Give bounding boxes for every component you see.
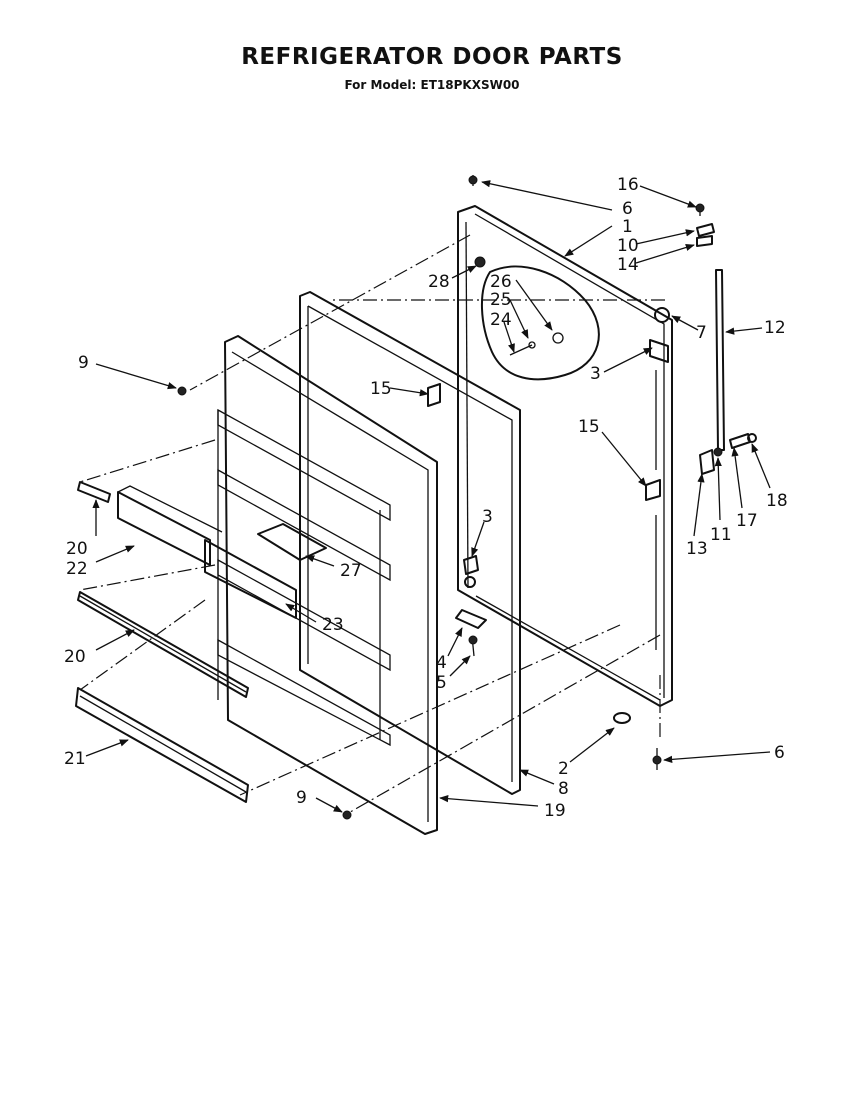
callout-19: 19 bbox=[544, 801, 566, 821]
callout-16: 16 bbox=[617, 175, 639, 195]
shelf-bar-21 bbox=[75, 687, 249, 803]
callout-27: 27 bbox=[340, 561, 362, 581]
callout-6-top: 6 bbox=[622, 199, 633, 219]
callout-9-top: 9 bbox=[78, 353, 89, 373]
callout-14: 14 bbox=[617, 255, 639, 275]
shelf-bar-20-top bbox=[77, 481, 111, 503]
callout-25: 25 bbox=[490, 290, 512, 310]
door-shelf-22 bbox=[117, 485, 223, 566]
callout-18: 18 bbox=[766, 491, 788, 511]
door-gasket bbox=[299, 291, 521, 795]
callout-15-right: 15 bbox=[578, 417, 600, 437]
callout-6-bottom: 6 bbox=[774, 743, 785, 763]
callout-12: 12 bbox=[764, 318, 786, 338]
callout-3-right: 3 bbox=[590, 364, 601, 384]
callout-2: 2 bbox=[558, 759, 569, 779]
door-liner bbox=[217, 335, 438, 835]
assembly-lines bbox=[79, 234, 665, 816]
callout-21: 21 bbox=[64, 749, 86, 769]
callout-17: 17 bbox=[736, 511, 758, 531]
callout-24: 24 bbox=[490, 310, 512, 330]
callout-15-left: 15 bbox=[370, 379, 392, 399]
door-shelf-23 bbox=[204, 539, 297, 619]
callout-20-bottom: 20 bbox=[64, 647, 86, 667]
callout-28: 28 bbox=[428, 272, 450, 292]
callout-11: 11 bbox=[710, 525, 732, 545]
shelf-bar-20 bbox=[77, 591, 249, 698]
callout-13: 13 bbox=[686, 539, 708, 559]
leader-arrows bbox=[85, 180, 771, 813]
callout-5: 5 bbox=[436, 673, 447, 693]
callout-9-bottom: 9 bbox=[296, 788, 307, 808]
callout-10: 10 bbox=[617, 236, 639, 256]
callout-8: 8 bbox=[558, 779, 569, 799]
callout-22: 22 bbox=[66, 559, 88, 579]
outer-door-panel bbox=[457, 205, 673, 707]
callout-7: 7 bbox=[696, 323, 707, 343]
callout-3-center: 3 bbox=[482, 507, 493, 527]
page-title: REFRIGERATOR DOOR PARTS bbox=[241, 44, 623, 70]
callout-23: 23 bbox=[322, 615, 344, 635]
model-subtitle: For Model: ET18PKXSW00 bbox=[344, 78, 520, 92]
callout-4: 4 bbox=[436, 653, 447, 673]
callout-20-top: 20 bbox=[66, 539, 88, 559]
callout-1: 1 bbox=[622, 217, 633, 237]
hinge-hardware bbox=[177, 175, 757, 820]
callout-labels: 16 6 1 10 14 28 26 25 24 7 12 9 15 3 15 … bbox=[64, 175, 788, 821]
callout-26: 26 bbox=[490, 272, 512, 292]
